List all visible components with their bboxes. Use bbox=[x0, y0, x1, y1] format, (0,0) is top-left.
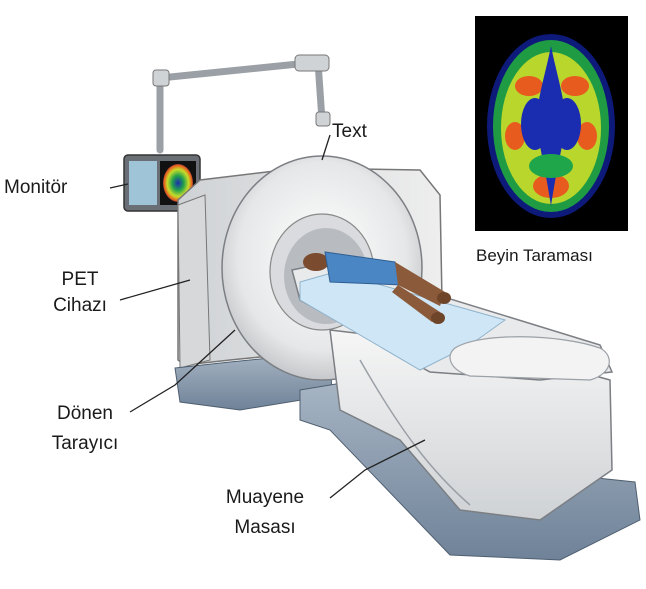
table-cushion bbox=[450, 337, 609, 380]
label-pet-line1: PET bbox=[40, 268, 120, 292]
label-brain-scan: Beyin Taraması bbox=[476, 244, 593, 268]
label-table-line2: Masası bbox=[205, 516, 325, 540]
label-rotating-line1: Dönen bbox=[30, 402, 140, 426]
brain-scan-image bbox=[475, 16, 628, 231]
label-monitor: Monitör bbox=[4, 176, 67, 200]
label-text: Text bbox=[332, 120, 367, 144]
label-rotating-line2: Tarayıcı bbox=[30, 432, 140, 456]
monitor-arm-joints bbox=[153, 55, 330, 126]
label-table-line1: Muayene bbox=[205, 486, 325, 510]
label-pet-line2: Cihazı bbox=[40, 294, 120, 318]
label-rotating-scanner: Dönen Tarayıcı bbox=[30, 402, 140, 456]
monitor-arm bbox=[160, 62, 322, 150]
label-pet-device: PET Cihazı bbox=[40, 268, 120, 318]
label-exam-table: Muayene Masası bbox=[205, 486, 325, 540]
